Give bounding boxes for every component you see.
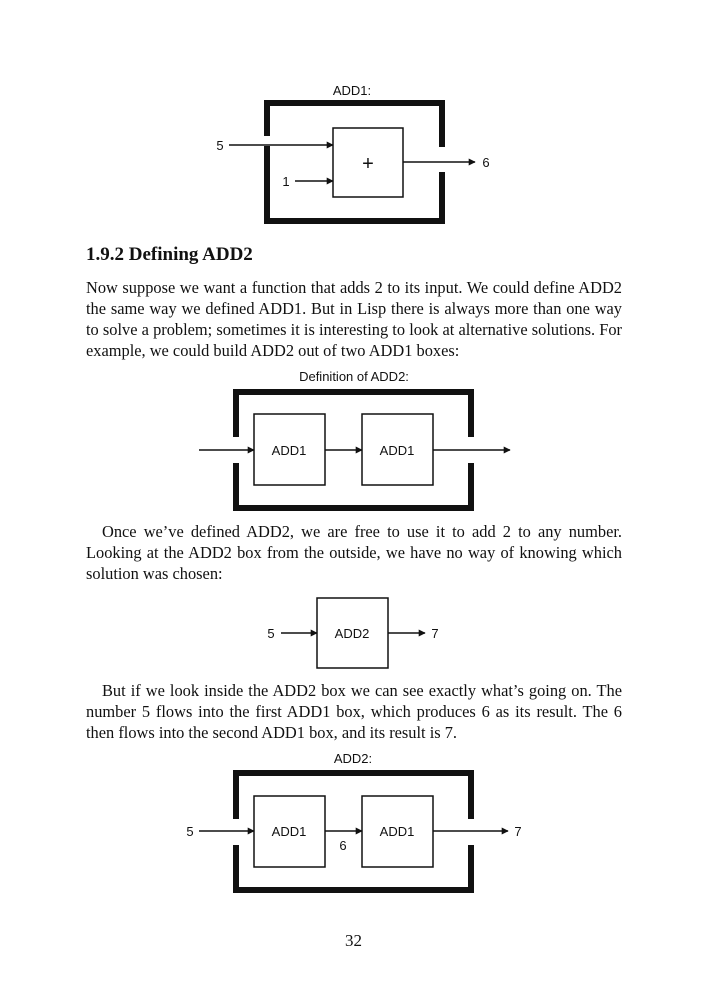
fig4-title: ADD2: bbox=[334, 751, 372, 766]
fig2-box1-label: ADD1 bbox=[272, 443, 307, 458]
fig1-plus-box bbox=[332, 127, 404, 198]
section-heading: 1.9.2 Defining ADD2 bbox=[86, 244, 253, 266]
fig2-box2 bbox=[361, 413, 434, 486]
figure-definition-add2: Definition of ADD2: ADD1 ADD1 bbox=[199, 369, 511, 511]
fig4-middle-value: 6 bbox=[339, 838, 346, 853]
figure-add2-box: ADD2 5 7 bbox=[267, 597, 439, 669]
fig4-outer-frame bbox=[233, 770, 474, 893]
paragraph-outside-view: Once we’ve defined ADD2, we are free to … bbox=[86, 522, 622, 583]
fig2-title: Definition of ADD2: bbox=[299, 369, 409, 384]
figure-add2-internals: ADD2: ADD1 ADD1 5 6 7 bbox=[186, 751, 522, 893]
fig3-output: 7 bbox=[431, 626, 438, 641]
fig1-output: 6 bbox=[482, 155, 489, 170]
fig2-box2-label: ADD1 bbox=[380, 443, 415, 458]
fig3-box-label: ADD2 bbox=[335, 626, 370, 641]
fig4-box1-label: ADD1 bbox=[272, 824, 307, 839]
fig2-outer-frame bbox=[233, 389, 474, 511]
fig1-title: ADD1: bbox=[333, 83, 371, 98]
fig1-operator: + bbox=[362, 153, 374, 175]
fig4-box2 bbox=[361, 795, 434, 868]
fig2-box1 bbox=[253, 413, 326, 486]
figure-add1: ADD1: + 5 1 6 bbox=[216, 83, 490, 224]
section-number: 1.9.2 bbox=[86, 244, 124, 265]
fig4-box2-label: ADD1 bbox=[380, 824, 415, 839]
paragraph-intro: Now suppose we want a function that adds… bbox=[86, 278, 622, 360]
fig4-input: 5 bbox=[186, 824, 193, 839]
fig1-input-b: 1 bbox=[282, 174, 289, 189]
fig3-input: 5 bbox=[267, 626, 274, 641]
fig4-output: 7 bbox=[514, 824, 521, 839]
fig3-box bbox=[316, 597, 389, 669]
page-number: 32 bbox=[345, 931, 362, 950]
fig4-box1 bbox=[253, 795, 326, 868]
section-title: Defining ADD2 bbox=[128, 244, 253, 265]
paragraph-inside-view: But if we look inside the ADD2 box we ca… bbox=[86, 681, 622, 742]
fig1-outer-frame bbox=[264, 100, 445, 224]
fig1-input-a: 5 bbox=[216, 138, 223, 153]
